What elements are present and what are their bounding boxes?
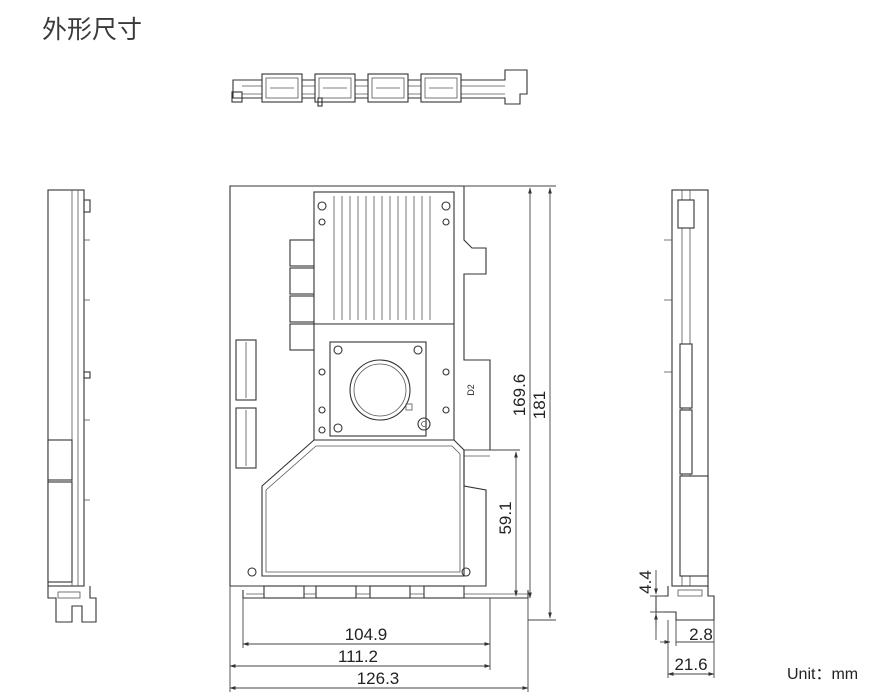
left-side-view (47, 189, 97, 623)
dimension-lines (229, 185, 715, 692)
dim-4-4: 4.4 (636, 570, 655, 594)
pin-header-1 (235, 339, 257, 401)
sfp-cage-top-2 (314, 73, 356, 103)
dim-169-6: 169.6 (510, 374, 529, 417)
front-view: D2 (229, 185, 529, 599)
board-mark: D2 (466, 384, 476, 396)
right-side-view (655, 189, 715, 621)
dim-2-8: 2.8 (689, 625, 713, 644)
dim-104-9: 104.9 (345, 625, 388, 644)
pin-header-2 (235, 407, 257, 469)
page-title: 外形尺寸 (42, 15, 143, 44)
sfp-cage-top-4 (420, 73, 462, 103)
dim-181: 181 (530, 391, 549, 419)
sfp-cage-top-3 (367, 73, 409, 103)
chip-fan-block (313, 323, 455, 441)
sfp-cage-top-1 (261, 73, 303, 103)
top-view (231, 69, 528, 107)
dim-126-3: 126.3 (357, 669, 400, 688)
unit-label: Unit：mm (787, 666, 859, 683)
heatsink (313, 191, 455, 345)
dim-21-6: 21.6 (674, 655, 707, 674)
dim-59-1: 59.1 (496, 501, 515, 534)
dim-111-2: 111.2 (338, 647, 378, 666)
